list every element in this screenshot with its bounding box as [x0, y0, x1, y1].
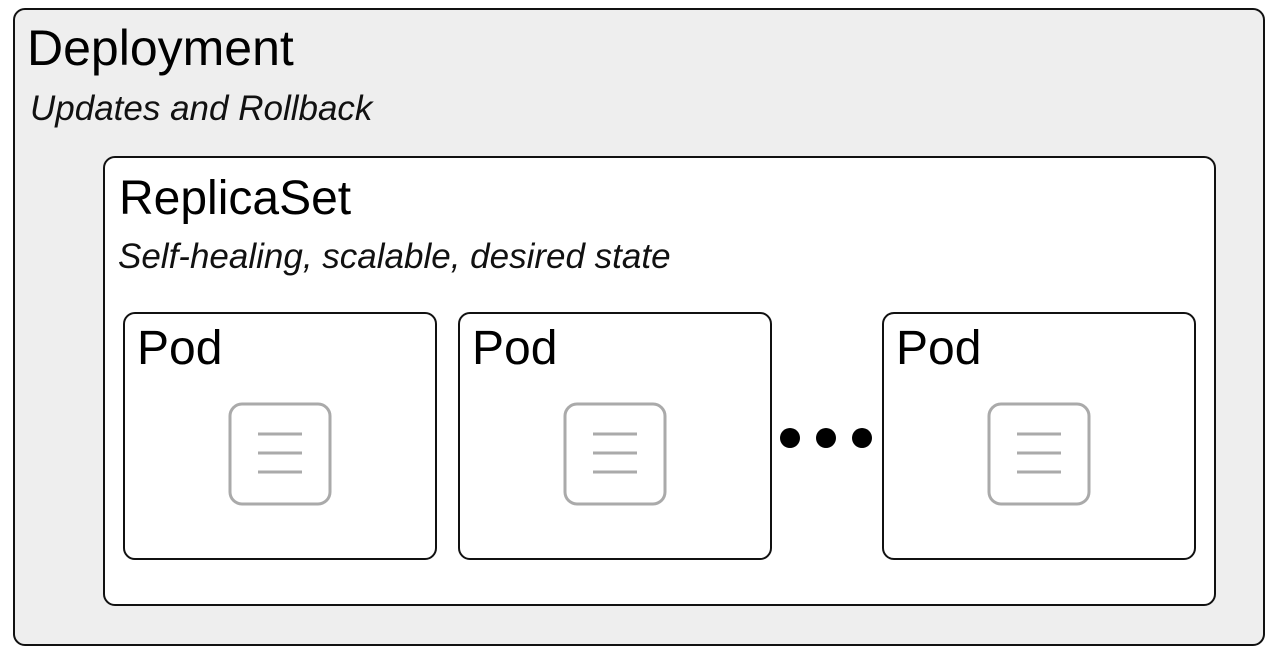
replicaset-title: ReplicaSet	[119, 172, 352, 225]
pod-title: Pod	[472, 322, 558, 375]
pod-box: Pod	[882, 312, 1196, 560]
deployment-box: Deployment Updates and Rollback ReplicaS…	[13, 8, 1265, 646]
pod-box: Pod	[123, 312, 437, 560]
deployment-title: Deployment	[27, 20, 294, 76]
replicaset-subtitle: Self-healing, scalable, desired state	[118, 237, 671, 276]
container-icon	[563, 402, 667, 506]
replicaset-box: ReplicaSet Self-healing, scalable, desir…	[103, 156, 1216, 606]
pod-title: Pod	[896, 322, 982, 375]
container-icon	[228, 402, 332, 506]
deployment-subtitle: Updates and Rollback	[30, 89, 373, 128]
ellipsis-icon	[780, 428, 872, 448]
pod-box: Pod	[458, 312, 772, 560]
container-icon	[987, 402, 1091, 506]
pod-title: Pod	[137, 322, 223, 375]
